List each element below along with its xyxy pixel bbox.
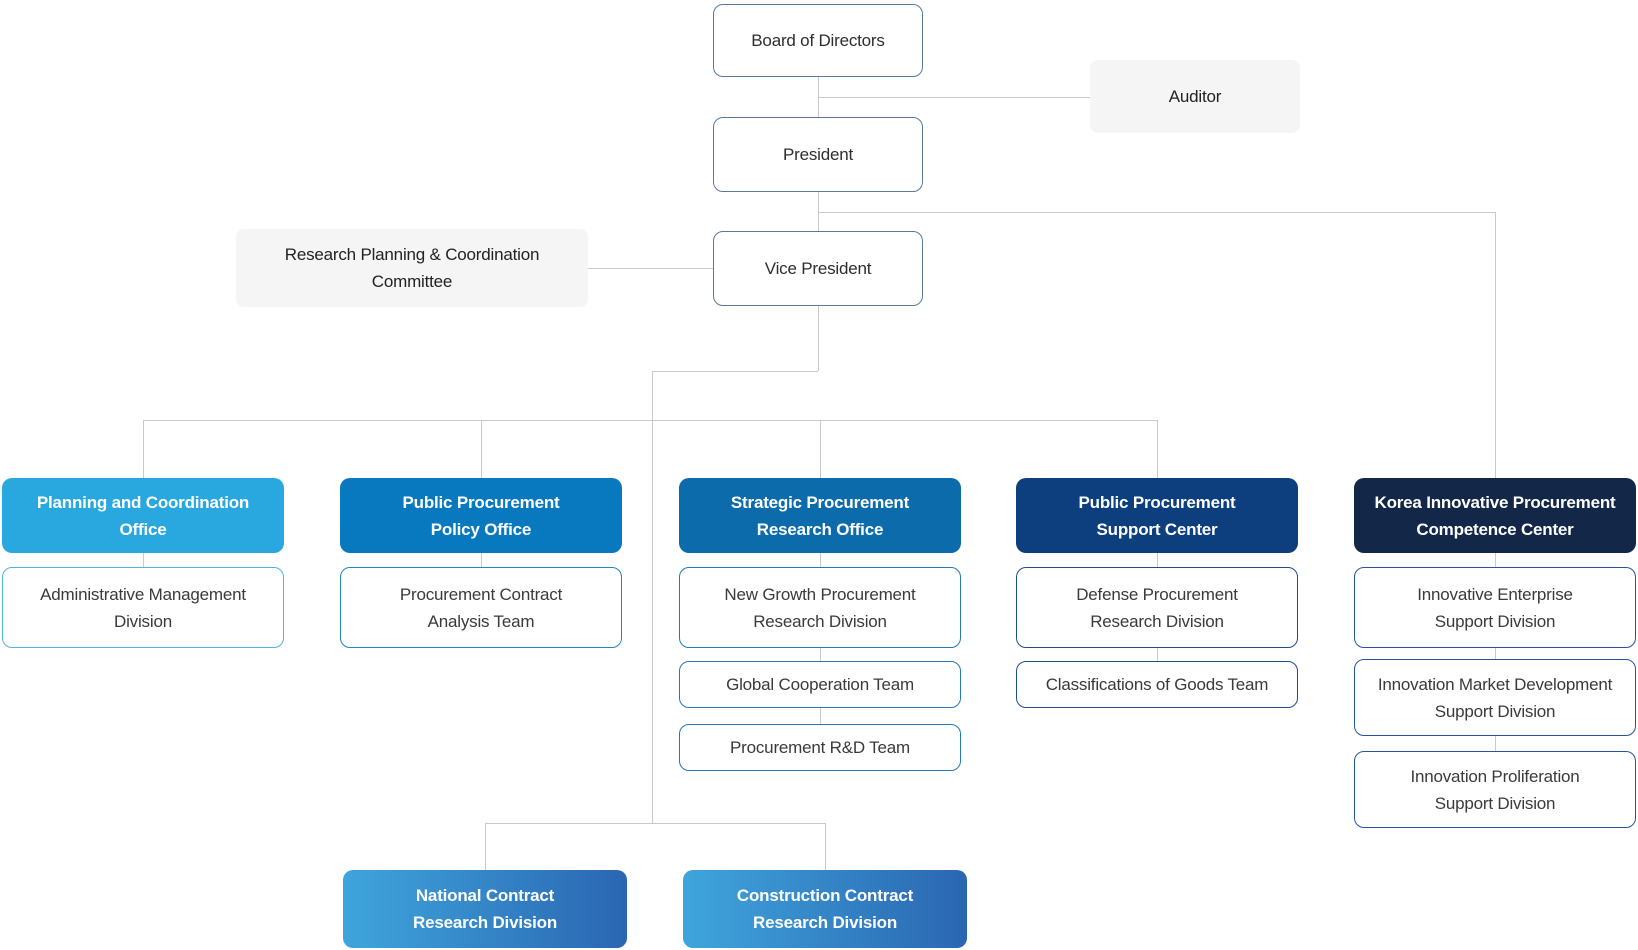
connector-line: [143, 553, 144, 567]
connector-line: [820, 553, 821, 567]
node-label: Research Division: [1090, 611, 1224, 631]
node-label: Research Planning & Coordination: [284, 245, 540, 264]
node-label: Innovation Proliferation: [1410, 766, 1580, 786]
connector-line: [143, 420, 144, 478]
node-innovative-enterprise-support-division: Innovative Enterprise Support Division: [1354, 567, 1636, 648]
connector-line: [818, 192, 819, 231]
node-label: Global Cooperation Team: [726, 675, 914, 694]
connector-line: [818, 212, 1495, 213]
node-label: Research Division: [413, 913, 557, 932]
connector-line: [818, 306, 819, 371]
node-label: Competence Center: [1416, 519, 1574, 539]
connector-line: [485, 823, 486, 870]
connector-line: [1495, 736, 1496, 751]
node-label: Innovation Market Development: [1377, 674, 1613, 694]
node-auditor: Auditor: [1090, 60, 1300, 133]
node-label: Innovative Enterprise: [1417, 584, 1573, 604]
connector-line: [820, 420, 821, 478]
connector-line: [652, 371, 818, 372]
node-planning-and-coordination-office: Planning and Coordination Office: [2, 478, 284, 553]
node-label: Procurement Contract: [399, 584, 563, 604]
node-label: Auditor: [1168, 87, 1222, 106]
node-construction-contract-research-division: Construction Contract Research Division: [683, 870, 967, 948]
node-label: Research Division: [753, 913, 897, 932]
connector-line: [825, 823, 826, 870]
connector-line: [1157, 420, 1158, 478]
node-strategic-procurement-research-office: Strategic Procurement Research Office: [679, 478, 961, 553]
node-label: Korea Innovative Procurement: [1374, 492, 1616, 512]
node-label: Office: [119, 519, 167, 539]
node-administrative-management-division: Administrative Management Division: [2, 567, 284, 648]
node-president: President: [713, 117, 923, 192]
connector-line: [1495, 553, 1496, 567]
node-label: Support Center: [1096, 519, 1218, 539]
connector-line: [1495, 212, 1496, 478]
node-global-cooperation-team: Global Cooperation Team: [679, 661, 961, 708]
node-research-planning-coordination-committee: Research Planning & Coordination Committ…: [236, 229, 588, 307]
node-label: National Contract: [415, 886, 555, 905]
connector-line: [820, 708, 821, 724]
node-label: Board of Directors: [751, 31, 885, 50]
node-procurement-contract-analysis-team: Procurement Contract Analysis Team: [340, 567, 622, 648]
connector-line: [143, 420, 1157, 421]
node-label: Committee: [371, 272, 453, 291]
node-new-growth-procurement-research-division: New Growth Procurement Research Division: [679, 567, 961, 648]
node-label: Research Division: [753, 611, 887, 631]
node-classifications-of-goods-team: Classifications of Goods Team: [1016, 661, 1298, 708]
node-label: Construction Contract: [736, 886, 914, 905]
node-innovation-proliferation-support-division: Innovation Proliferation Support Divisio…: [1354, 751, 1636, 828]
node-procurement-rd-team: Procurement R&D Team: [679, 724, 961, 771]
node-board-of-directors: Board of Directors: [713, 4, 923, 77]
connector-line: [1157, 553, 1158, 567]
node-label: Strategic Procurement: [730, 492, 910, 512]
node-label: President: [782, 145, 854, 164]
connector-line: [485, 823, 825, 824]
node-label: Classifications of Goods Team: [1045, 675, 1269, 694]
node-defense-procurement-research-division: Defense Procurement Research Division: [1016, 567, 1298, 648]
node-label: Procurement R&D Team: [730, 738, 910, 757]
node-korea-innovative-procurement-competence-center: Korea Innovative Procurement Competence …: [1354, 478, 1636, 553]
node-innovation-market-development-support-division: Innovation Market Development Support Di…: [1354, 659, 1636, 736]
connector-line: [652, 371, 653, 823]
node-label: Policy Office: [430, 519, 532, 539]
connector-line: [820, 648, 821, 661]
connector-line: [588, 268, 713, 269]
node-label: Analysis Team: [427, 611, 535, 631]
node-label: Division: [114, 611, 172, 631]
node-label: New Growth Procurement: [724, 584, 916, 604]
node-label: Support Division: [1434, 793, 1556, 813]
connector-line: [1157, 648, 1158, 661]
connector-line: [1495, 648, 1496, 659]
connector-line: [481, 553, 482, 567]
node-national-contract-research-division: National Contract Research Division: [343, 870, 627, 948]
node-label: Public Procurement: [1078, 492, 1236, 512]
node-label: Planning and Coordination: [36, 492, 250, 512]
node-label: Research Office: [756, 519, 884, 539]
node-label: Public Procurement: [402, 492, 560, 512]
node-label: Defense Procurement: [1076, 584, 1238, 604]
connector-line: [481, 420, 482, 478]
node-label: Vice President: [764, 259, 872, 278]
node-vice-president: Vice President: [713, 231, 923, 306]
node-public-procurement-policy-office: Public Procurement Policy Office: [340, 478, 622, 553]
node-label: Support Division: [1434, 701, 1556, 721]
connector-line: [818, 97, 1090, 98]
node-label: Administrative Management: [40, 584, 246, 604]
node-public-procurement-support-center: Public Procurement Support Center: [1016, 478, 1298, 553]
node-label: Support Division: [1434, 611, 1556, 631]
